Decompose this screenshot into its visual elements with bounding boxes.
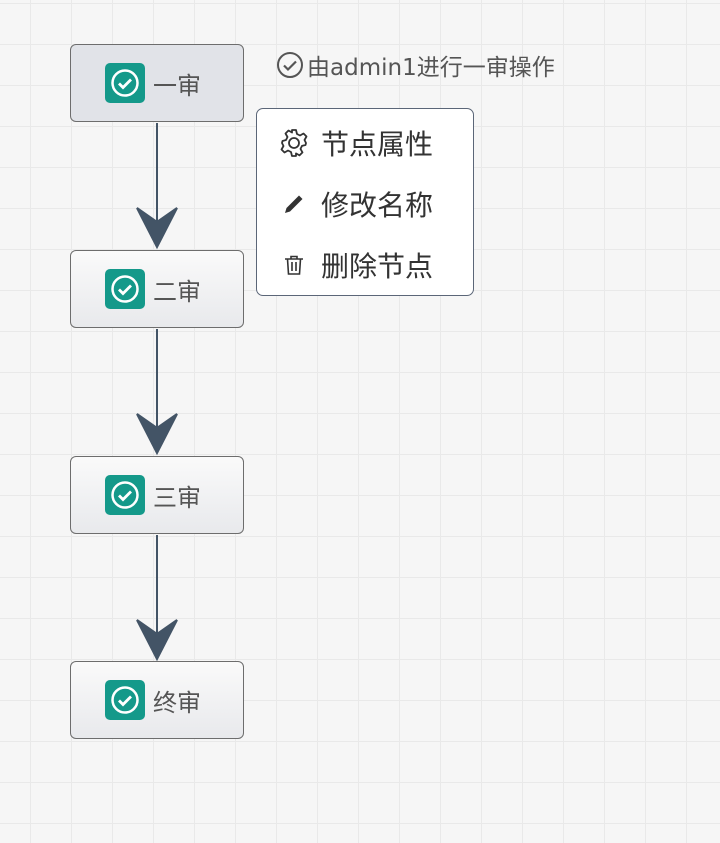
menu-item-label: 删除节点 <box>321 250 434 283</box>
arrowhead-1 <box>136 207 178 250</box>
check-icon <box>105 475 145 515</box>
arrowhead-2 <box>136 413 178 456</box>
menu-item-label: 修改名称 <box>321 189 434 222</box>
check-icon <box>105 680 145 720</box>
pencil-icon <box>277 192 311 216</box>
node-label: 二审 <box>153 277 201 306</box>
menu-item-label: 节点属性 <box>321 128 434 161</box>
arrowhead-3 <box>136 619 178 662</box>
node-2[interactable]: 二审 <box>70 250 244 328</box>
trash-icon <box>277 253 311 277</box>
menu-item-delete-node[interactable]: 删除节点 <box>277 245 433 285</box>
node-3[interactable]: 三审 <box>70 456 244 534</box>
operation-note: 由admin1进行一审操作 <box>276 48 555 82</box>
node-4[interactable]: 终审 <box>70 661 244 739</box>
check-circle-icon <box>277 52 303 78</box>
node-label: 三审 <box>153 483 201 512</box>
node-label: 终审 <box>153 688 201 717</box>
check-icon <box>105 269 145 309</box>
check-icon <box>105 63 145 103</box>
gear-icon <box>277 127 311 159</box>
node-1[interactable]: 一审 <box>70 44 244 122</box>
note-text: 由admin1进行一审操作 <box>307 55 555 81</box>
menu-item-rename[interactable]: 修改名称 <box>277 184 433 224</box>
context-menu: 节点属性 修改名称 删除节点 <box>256 108 474 296</box>
node-label: 一审 <box>153 71 201 100</box>
menu-item-node-properties[interactable]: 节点属性 <box>277 123 433 163</box>
